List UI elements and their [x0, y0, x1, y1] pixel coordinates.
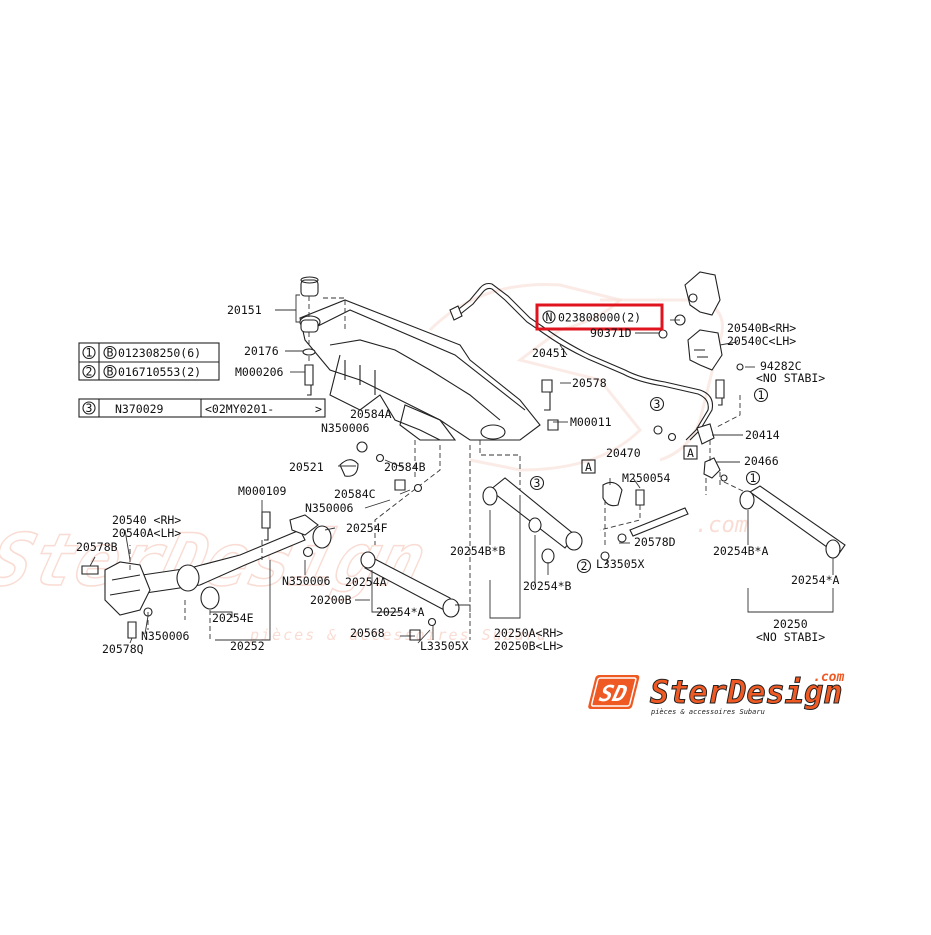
label-no-stabi-1: <NO STABI>: [756, 371, 825, 385]
label-20254xA-right: 20254*A: [791, 573, 840, 587]
label-20250: 20250: [773, 617, 808, 631]
table-row2-num: 2: [86, 365, 93, 379]
label-20254xB: 20254*B: [523, 579, 572, 593]
table-row3-part: N370029: [115, 402, 164, 416]
label-L33505X-a: L33505X: [596, 557, 645, 571]
watermark-domain: .com: [695, 513, 748, 538]
label-20151: 20151: [227, 303, 262, 317]
table-row2-part: 016710553(2): [118, 365, 201, 379]
part-labels: 20151 20176 M000206 20451 90371D 20540B<…: [76, 303, 840, 656]
label-20578B: 20578B: [76, 540, 118, 554]
label-20254A: 20254A: [345, 575, 387, 589]
rear-crossmember-drawing: [299, 276, 541, 640]
table-row1-part: 012308250(6): [118, 346, 201, 360]
callouts: 1 1 2 3 3 A A: [529, 387, 769, 574]
label-M250054: M250054: [622, 471, 671, 485]
label-20250B: 20250B<LH>: [494, 639, 563, 653]
label-20414: 20414: [745, 428, 780, 442]
callout-1b: 1: [750, 471, 757, 485]
label-M000206: M000206: [235, 365, 284, 379]
label-94282C: 94282C: [760, 359, 802, 373]
label-20254BxB: 20254B*B: [450, 544, 505, 558]
table-row3-num: 3: [86, 401, 93, 415]
label-20451: 20451: [532, 346, 567, 360]
label-20250A: 20250A<RH>: [494, 626, 563, 640]
logo-tagline: pièces & accessoires Subaru: [651, 708, 765, 716]
table-row1-num: 1: [86, 346, 93, 360]
highlighted-part[interactable]: N 023808000(2): [535, 303, 664, 331]
box-a-2: A: [687, 446, 694, 460]
sterdesign-logo[interactable]: SD SterDesign .com pièces & accessoires …: [588, 670, 845, 716]
label-20252: 20252: [230, 639, 265, 653]
label-20200B: 20200B: [310, 593, 352, 607]
leader-lines: [89, 294, 834, 644]
label-20254F: 20254F: [346, 521, 388, 535]
logo-mark-text: SD: [597, 681, 630, 707]
label-no-stabi-2: <NO STABI>: [756, 630, 825, 644]
watermark-tagline: pièces & accessoires Subaru: [249, 626, 548, 644]
label-N350006c: N350006: [282, 574, 331, 588]
sd-logo-mark: SD: [588, 675, 640, 709]
label-20540C: 20540C<LH>: [727, 334, 796, 348]
reference-table: 1 B 012308250(6) 2 B 016710553(2) 3 N370…: [78, 342, 326, 418]
logo-name: SterDesign: [650, 673, 843, 711]
label-20540A: 20540A<LH>: [112, 526, 181, 540]
label-N350006d: N350006: [141, 629, 190, 643]
label-20578D: 20578D: [634, 535, 676, 549]
label-L33505X-b: L33505X: [420, 639, 469, 653]
label-N350006a: N350006: [321, 421, 370, 435]
table-row3-close: >: [315, 402, 322, 416]
label-20470: 20470: [606, 446, 641, 460]
label-20540-rh: 20540 <RH>: [112, 513, 181, 527]
label-20521: 20521: [289, 460, 324, 474]
label-20254xA: 20254*A: [376, 605, 425, 619]
logo-domain: .com: [813, 670, 844, 685]
label-20584C: 20584C: [334, 487, 376, 501]
callout-1a: 1: [758, 388, 765, 402]
label-20176: 20176: [244, 344, 279, 358]
label-M00011: M00011: [570, 415, 612, 429]
highlight-part-number: 023808000(2): [558, 311, 641, 325]
highlight-circle-label: N: [546, 310, 553, 324]
box-a-1: A: [585, 460, 592, 474]
table-row1-code: B: [107, 346, 114, 360]
label-20584A: 20584A: [350, 407, 392, 421]
label-20584B: 20584B: [384, 460, 426, 474]
callout-3a: 3: [534, 476, 541, 490]
callout-2: 2: [581, 559, 588, 573]
label-20578Q: 20578Q: [102, 642, 144, 656]
table-row2-code: B: [107, 365, 114, 379]
label-N350006b: N350006: [305, 501, 354, 515]
label-20540B: 20540B<RH>: [727, 321, 796, 335]
table-row3-note: <02MY0201-: [205, 402, 274, 416]
label-20578: 20578: [572, 376, 607, 390]
label-20254BxA: 20254B*A: [713, 544, 768, 558]
label-20568: 20568: [350, 626, 385, 640]
highlight-box: [535, 303, 664, 331]
label-20466: 20466: [744, 454, 779, 468]
links-drawing: [81, 379, 846, 641]
label-90371D: 90371D: [590, 326, 632, 340]
stabilizer-bar-drawing: [449, 271, 744, 495]
label-20254E: 20254E: [212, 611, 254, 625]
callout-3b: 3: [654, 397, 661, 411]
label-M000109: M000109: [238, 484, 287, 498]
